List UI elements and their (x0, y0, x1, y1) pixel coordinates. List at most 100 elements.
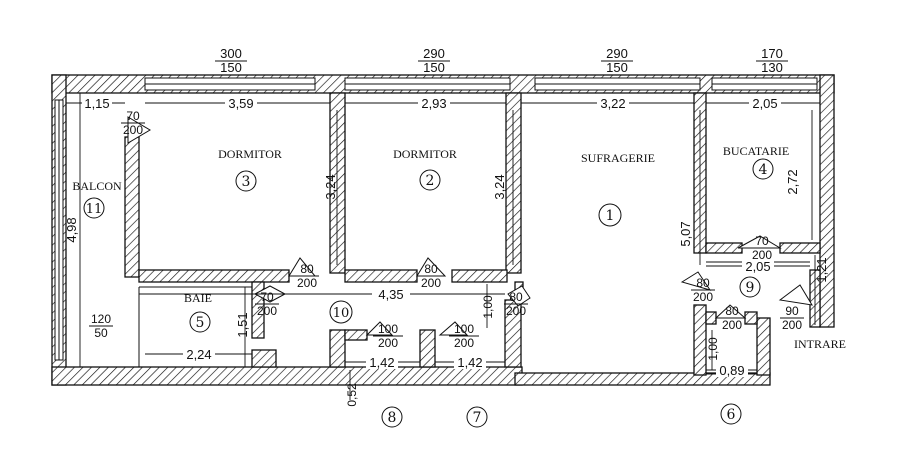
door-width: 100 (454, 322, 474, 336)
dim-hall-height: 1,00 (481, 295, 495, 319)
room-number-text: 4 (759, 162, 768, 178)
dim-bedroom2-width: 2,93 (421, 96, 446, 111)
window-width: 120 (91, 312, 111, 326)
wall-kitchen-bottom-b (779, 242, 821, 254)
door-height: 200 (722, 318, 742, 332)
door-height: 200 (693, 290, 713, 304)
wall-right (819, 74, 835, 328)
door-width: 80 (424, 262, 438, 276)
door-swing-entry (680, 271, 712, 291)
door-width: 80 (725, 304, 739, 318)
wall-bottom-left (51, 366, 523, 386)
door-height: 200 (454, 336, 474, 350)
dim-wc-width: 0,89 (719, 363, 744, 378)
wall-closet-a (329, 329, 346, 368)
dim-living-width: 3,22 (600, 96, 625, 111)
door-label: 80 200 (691, 276, 715, 304)
room-number-text: 5 (196, 315, 205, 331)
dim-balcony-width: 1,15 (84, 96, 109, 111)
wall-bath-corner (251, 349, 277, 368)
wall-closet-c (419, 329, 436, 368)
room-name-dormitor2: DORMITOR (393, 147, 457, 161)
room-number-text: 6 (727, 407, 736, 423)
dim-entry-width: 2,05 (745, 259, 770, 274)
room-number-text: 3 (242, 174, 251, 190)
room-number-intrare: 9 (739, 276, 761, 298)
wall-wc-top2 (744, 311, 758, 325)
window-height: 150 (606, 60, 628, 75)
door-swing-living (507, 285, 531, 307)
door-height: 200 (378, 336, 398, 350)
dim-kitchen-width: 2,05 (752, 96, 777, 111)
door-label: 100 200 (449, 322, 479, 350)
room-number-text: 7 (473, 410, 482, 426)
room-number-bucatarie: 4 (752, 158, 774, 180)
window-height: 150 (423, 60, 445, 75)
window-label: 290 150 (601, 46, 633, 75)
window-labels: 300 150 290 150 290 150 170 130 120 50 (89, 46, 788, 340)
dim-bedroom3-width: 3,59 (228, 96, 253, 111)
door-width: 80 (300, 262, 314, 276)
door-label: 100 200 (373, 322, 403, 350)
window-width: 170 (761, 46, 783, 61)
room-name-bucatarie: BUCATARIE (723, 144, 789, 158)
window-width: 290 (606, 46, 628, 61)
dim-wc-depth: 1,00 (706, 337, 720, 361)
wall-hall-top-b (344, 269, 418, 283)
wall-wc-left (693, 304, 707, 376)
window-label: 290 150 (418, 46, 450, 75)
dim-balcony-length: 4,98 (64, 217, 79, 242)
door-width: 80 (696, 276, 710, 290)
room-number-text: 2 (426, 173, 435, 189)
door-height: 200 (506, 304, 526, 318)
wall-hall-top-a (138, 269, 290, 283)
windows (54, 77, 818, 361)
window-height: 130 (761, 60, 783, 75)
room-number-sufragerie: 1 (598, 203, 622, 227)
door-height: 200 (297, 276, 317, 290)
dim-bath-depth: 1,51 (235, 312, 250, 337)
door-width: 70 (755, 234, 769, 248)
room-number-dormitor2: 2 (419, 169, 441, 191)
window-label: 120 50 (89, 312, 113, 340)
door-labels: 70 200 80 200 80 200 70 200 80 200 100 2… (121, 109, 804, 350)
room-number-hol: 10 (329, 300, 353, 324)
window-label: 170 130 (756, 46, 788, 75)
dim-closet2-width: 1,42 (457, 355, 482, 370)
room-name-dormitor3: DORMITOR (218, 147, 282, 161)
door-label: 80 200 (419, 262, 443, 290)
room-numbers: 11 3 2 1 4 5 10 9 (83, 158, 774, 428)
window-height: 150 (220, 60, 242, 75)
window-width: 290 (423, 46, 445, 61)
wall-balcony (124, 136, 140, 278)
room-number-text: 10 (333, 306, 350, 321)
room-name-balcon: BALCON (72, 179, 122, 193)
dim-bedroom2-depth: 3,24 (492, 174, 507, 199)
room-number-text: 8 (388, 410, 397, 426)
dimension-lines (66, 93, 820, 400)
wall-bedroom-living (505, 92, 522, 274)
dim-hall-width: 4,35 (378, 287, 403, 302)
dim-closet-depth: 0,52 (345, 383, 359, 407)
wall-bedrooms (329, 92, 346, 274)
room-number-dormitor3: 3 (235, 170, 257, 192)
room-name-baie: BAIE (184, 291, 212, 305)
door-label: 70 200 (255, 290, 279, 318)
door-height: 200 (257, 304, 277, 318)
dim-kitchen-depth: 2,72 (785, 169, 800, 194)
door-label: 80 200 (720, 304, 744, 332)
door-label: 90 200 (780, 304, 804, 332)
window-height: 50 (94, 326, 108, 340)
door-width: 100 (378, 322, 398, 336)
room-number-wc: 6 (720, 403, 742, 425)
door-label: 70 200 (750, 234, 774, 262)
room-number-text: 1 (606, 208, 615, 224)
door-label: 80 200 (295, 262, 319, 290)
door-width: 80 (509, 290, 523, 304)
room-number-baie: 5 (189, 311, 211, 333)
dim-closet1-width: 1,42 (369, 355, 394, 370)
door-width: 70 (260, 290, 274, 304)
door-swing-closet7 (438, 321, 469, 336)
wall-wc-right (756, 317, 771, 376)
